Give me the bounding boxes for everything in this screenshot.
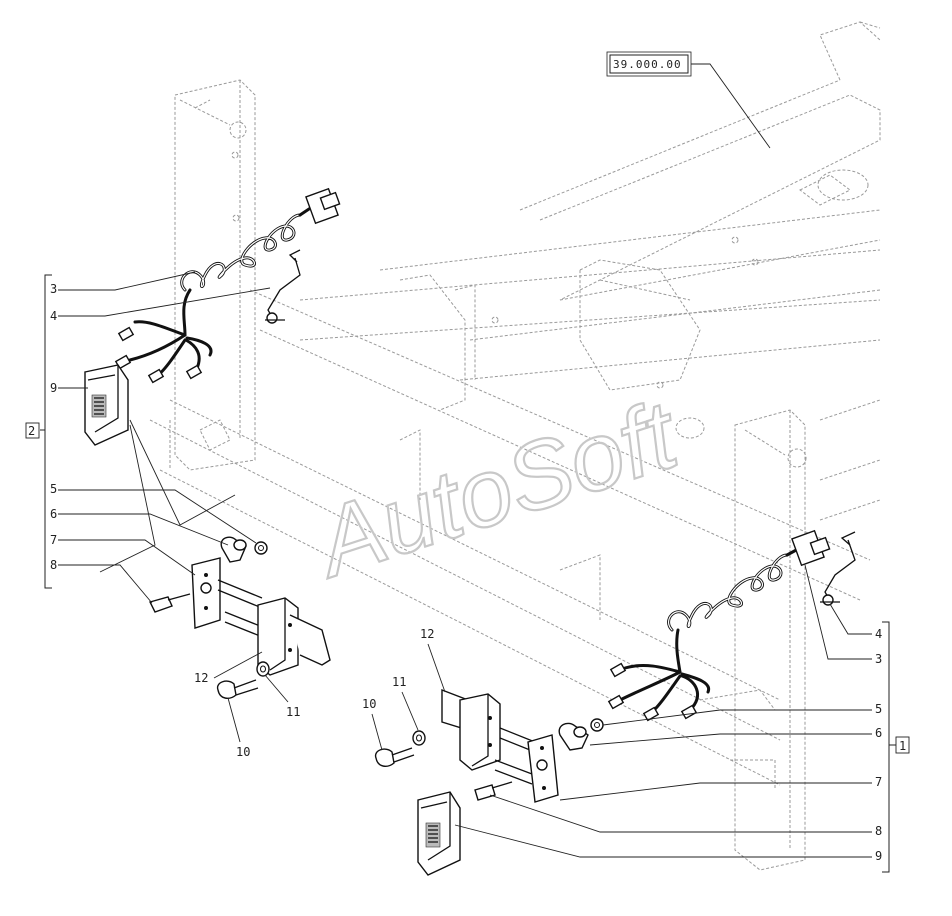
- callout-9-right: 9: [875, 849, 882, 863]
- callout-10-left: 10: [236, 745, 250, 759]
- lower-mid-callouts: 12 11 10: [362, 627, 446, 751]
- lower-left-callouts: 12 11 10: [194, 651, 300, 759]
- callout-3-right: 3: [875, 652, 882, 666]
- left-side-lamp: [84, 364, 129, 446]
- callout-8-left: 8: [50, 558, 57, 572]
- callout-12-mid: 12: [420, 627, 434, 641]
- left-callout-group: 2 3 4 9 5 6 7 8: [25, 271, 271, 604]
- callout-3-left: 3: [50, 282, 57, 296]
- callout-5-right: 5: [875, 702, 882, 716]
- right-wiring-harness: [607, 529, 856, 722]
- watermark-text: AutoSoft: [301, 380, 692, 598]
- callout-7-left: 7: [50, 533, 57, 547]
- reference-number: 39.000.00: [613, 58, 682, 71]
- group-label-left: 2: [28, 424, 35, 438]
- callout-5-left: 5: [50, 482, 57, 496]
- callout-6-right: 6: [875, 726, 882, 740]
- group-label-right: 1: [899, 739, 906, 753]
- callout-6-left: 6: [50, 507, 57, 521]
- right-mounting-hardware: [374, 688, 604, 803]
- right-side-lamp: [417, 791, 461, 876]
- callout-4-left: 4: [50, 309, 57, 323]
- callout-8-right: 8: [875, 824, 882, 838]
- callout-4-right: 4: [875, 627, 882, 641]
- left-mounting-hardware: [148, 536, 331, 699]
- callout-7-right: 7: [875, 775, 882, 789]
- callout-10-mid: 10: [362, 697, 376, 711]
- right-callout-group: 1 4 3 5 6 7 8 9: [454, 564, 910, 873]
- callout-9-left: 9: [50, 381, 57, 395]
- reference-label: 39.000.00: [606, 51, 771, 149]
- left-wiring-harness: [114, 187, 341, 384]
- callout-11-left: 11: [286, 705, 300, 719]
- callout-11-mid: 11: [392, 675, 406, 689]
- callout-12-left: 12: [194, 671, 208, 685]
